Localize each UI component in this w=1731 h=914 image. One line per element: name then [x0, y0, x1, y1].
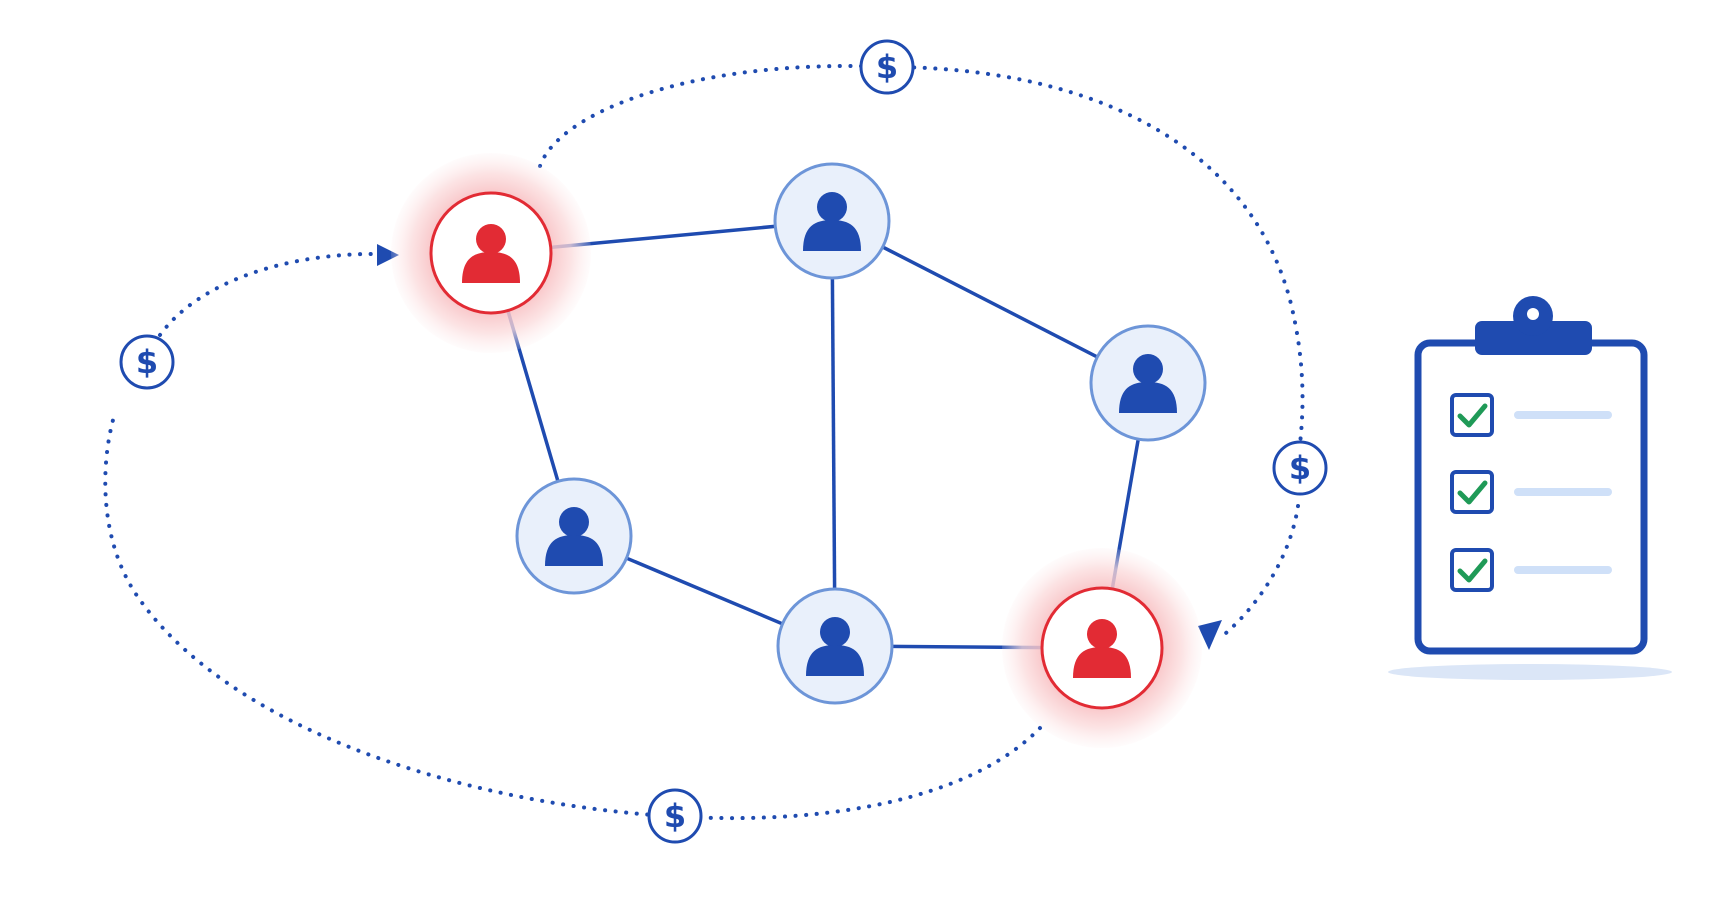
checklist [1450, 393, 1612, 592]
dollar-symbol: $ [664, 797, 686, 835]
clipboard-icon [1388, 296, 1672, 680]
clipboard-shadow [1388, 664, 1672, 680]
checklist-item [1450, 470, 1612, 514]
clipboard-clip [1475, 321, 1592, 355]
checkbox [1450, 548, 1494, 592]
checklist-item [1450, 548, 1612, 592]
person-icon [462, 224, 520, 283]
account-node [773, 162, 891, 280]
checkmark-icon [1457, 558, 1488, 583]
flow-path-bottom [103, 418, 1042, 821]
flow-path-right [1218, 504, 1300, 640]
account-node [1089, 324, 1207, 442]
dollar-icon: $ [1272, 440, 1328, 496]
flow-path-top [538, 64, 1305, 462]
person-icon [806, 617, 864, 676]
dollar-icon: $ [119, 334, 175, 390]
person-icon [1119, 354, 1177, 413]
flagged-account-node [391, 153, 591, 353]
dollar-symbol: $ [136, 343, 158, 381]
person-icon [545, 507, 603, 566]
arrowhead-left-icon [377, 244, 399, 266]
dollar-symbol: $ [876, 48, 898, 86]
checkbox [1450, 393, 1494, 437]
account-node [515, 477, 633, 595]
dollar-icon: $ [859, 39, 915, 95]
account-node [776, 587, 894, 705]
dollar-badges: $ $ $ $ [119, 39, 1328, 844]
network-nodes [391, 153, 1207, 748]
arrowhead-right-icon [1198, 620, 1222, 650]
flow-path-left [158, 251, 380, 337]
checkmark-icon [1457, 480, 1488, 505]
dollar-icon: $ [647, 788, 703, 844]
checkbox [1450, 470, 1494, 514]
person-icon [1073, 619, 1131, 678]
network-edge [831, 219, 1149, 385]
clipboard-clip-hole [1527, 308, 1539, 320]
network-edge [830, 220, 837, 647]
checklist-item [1450, 393, 1612, 437]
dollar-symbol: $ [1289, 449, 1311, 487]
flagged-account-node [1002, 548, 1202, 748]
person-icon [803, 192, 861, 251]
money-flow-paths [103, 64, 1305, 821]
checkmark-icon [1457, 403, 1488, 428]
